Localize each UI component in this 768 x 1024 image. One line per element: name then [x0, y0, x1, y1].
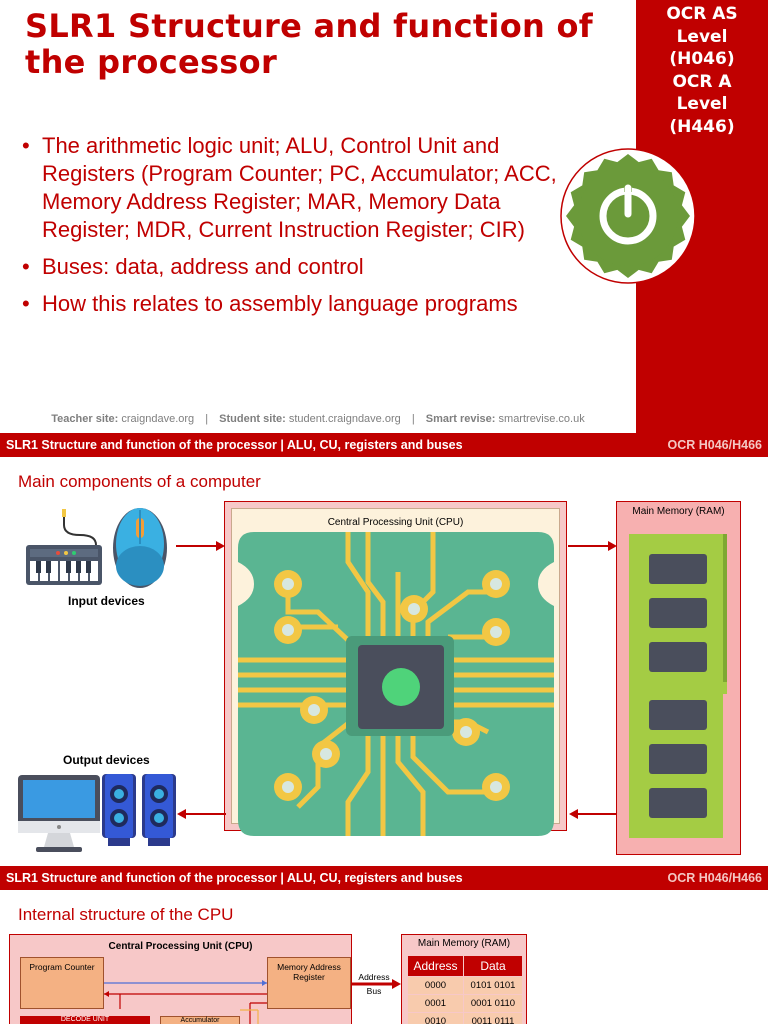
table-row: 0001 0001 0110	[408, 995, 522, 1012]
slide-header-code: OCR H046/H466	[667, 438, 763, 452]
course-codes: OCR AS Level (H046) OCR A Level (H446)	[666, 4, 738, 137]
table-row: 0010 0011 0111	[408, 1013, 522, 1024]
table-row: 0000 0101 0101	[408, 977, 522, 994]
side-panel: OCR AS Level (H046) OCR A Level (H446)	[636, 0, 768, 433]
arrow-left-icon	[569, 809, 618, 819]
slide-header-bar: SLR1 Structure and function of the proce…	[0, 866, 768, 890]
bullet-list: The arithmetic logic unit; ALU, Control …	[22, 132, 562, 327]
smart-revise-label: Smart revise:	[425, 413, 496, 425]
teacher-site-link[interactable]: craigndave.org	[121, 413, 195, 425]
speakers-icon	[102, 774, 176, 846]
bullet-item: Buses: data, address and control	[22, 253, 562, 281]
arrow-right-icon	[568, 541, 617, 551]
slide-header-title: SLR1 Structure and function of the proce…	[6, 438, 463, 452]
address-cell: 0001	[408, 995, 463, 1012]
accumulator: Accumulator	[160, 1016, 240, 1024]
program-counter: Program Counter	[20, 957, 104, 1009]
address-cell: 0010	[408, 1013, 463, 1024]
main-memory-label: Main Memory (RAM)	[417, 938, 511, 949]
mouse-icon	[113, 508, 167, 588]
student-site-label: Student site:	[219, 413, 286, 425]
keyboard-icon	[26, 509, 102, 585]
input-devices-label: Input devices	[68, 594, 145, 608]
slide-header-bar: SLR1 Structure and function of the proce…	[0, 433, 768, 457]
slide-header-code: OCR H046/H466	[667, 871, 763, 885]
data-cell: 0001 0110	[464, 995, 522, 1012]
slide-header-title: SLR1 Structure and function of the proce…	[6, 871, 463, 885]
decode-unit: DECODE UNIT	[20, 1016, 150, 1024]
output-devices-label: Output devices	[63, 753, 150, 767]
cpu-label: Central Processing Unit (CPU)	[327, 517, 464, 528]
column-header-address: Address	[408, 956, 463, 976]
smart-revise-link[interactable]: smartrevise.co.uk	[498, 413, 585, 425]
circuit-board-icon	[238, 532, 554, 836]
cpu-label: Central Processing Unit (CPU)	[108, 941, 253, 952]
student-site-link[interactable]: student.craigndave.org	[288, 413, 401, 425]
section-heading: Main components of a computer	[18, 472, 261, 491]
data-cell: 0011 0111	[464, 1013, 522, 1024]
teacher-site-label: Teacher site:	[51, 413, 119, 425]
monitor-icon	[18, 775, 100, 852]
address-bus-label: Address Bus	[358, 972, 390, 996]
column-header-data: Data	[464, 956, 522, 976]
memory-table: Address Data 0000 0101 0101 0001 0001 01…	[407, 955, 523, 1024]
data-cell: 0101 0101	[464, 977, 522, 994]
address-cell: 0000	[408, 977, 463, 994]
bullet-item: The arithmetic logic unit; ALU, Control …	[22, 132, 562, 244]
separator: |	[411, 413, 415, 425]
section-heading: Internal structure of the CPU	[18, 905, 234, 924]
slide-title: SLR1 Structure and function of the proce…	[0, 0, 768, 433]
ram-stick-icon	[629, 534, 727, 838]
separator: |	[205, 413, 209, 425]
power-icon	[560, 148, 696, 284]
slide-title-text: SLR1 Structure and function of the proce…	[25, 7, 594, 81]
footer-links: Teacher site: craigndave.org | Student s…	[0, 413, 636, 425]
arrow-right-icon	[176, 541, 225, 551]
ram-label: Main Memory (RAM)	[632, 506, 725, 517]
memory-address-register: Memory Address Register	[267, 957, 351, 1009]
arrow-left-icon	[177, 809, 226, 819]
bullet-item: How this relates to assembly language pr…	[22, 290, 562, 318]
